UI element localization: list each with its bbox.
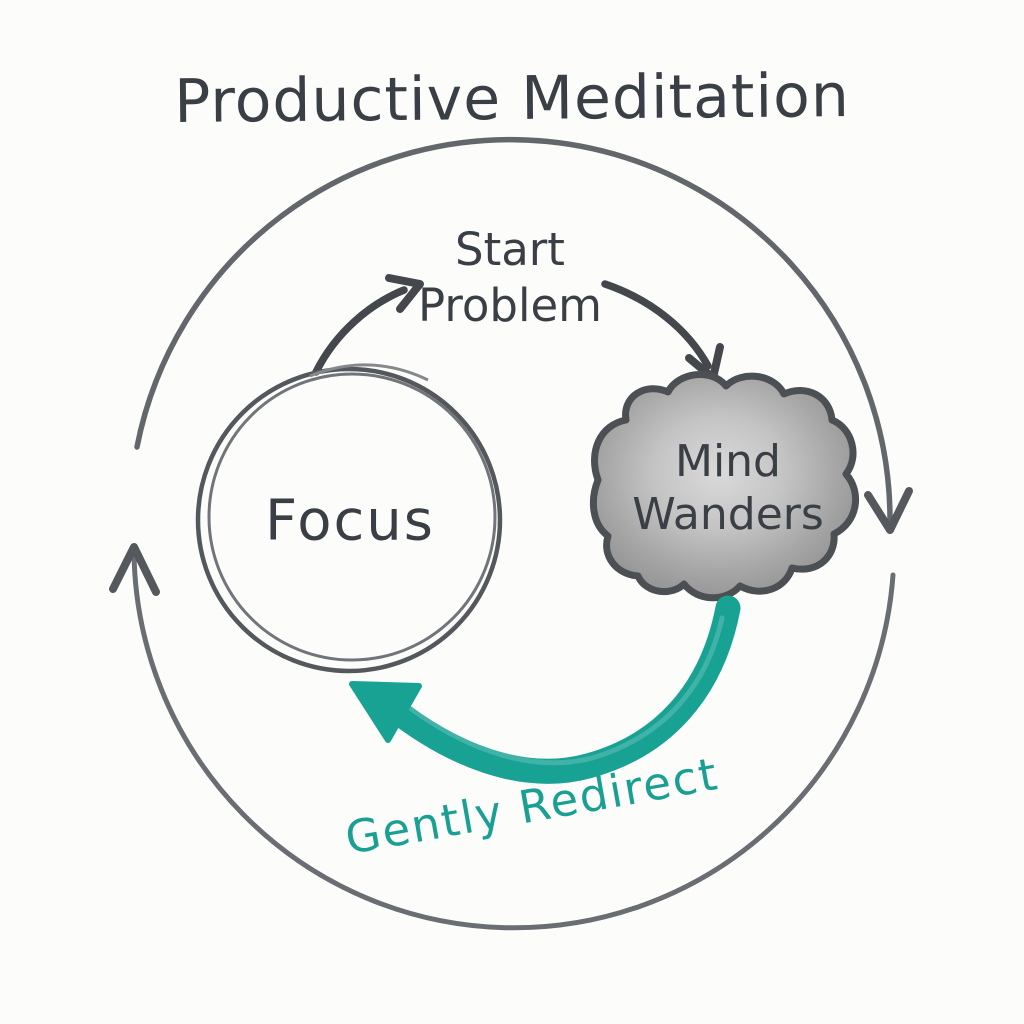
cycle-arc-bottom: [131, 549, 896, 931]
cycle-arc-top: [134, 136, 893, 523]
arrow-start-to-wanders: [601, 280, 712, 370]
arrow-focus-to-start: [312, 286, 408, 376]
arrow-gently-redirect-highlight: [399, 615, 725, 766]
arrow-gently-redirect: [377, 595, 741, 784]
arrowhead-focus-to-start: [385, 274, 424, 313]
cycle-arrowhead-left: [109, 543, 160, 596]
mind-wanders-cloud: [589, 371, 860, 602]
arrowhead-gently-redirect: [349, 681, 422, 743]
cycle-arrowhead-right: [864, 487, 913, 534]
start-problem-line1: Start: [455, 223, 565, 276]
start-problem-label: Start Problem: [418, 222, 602, 335]
focus-label: Focus: [265, 488, 435, 554]
start-problem-line2: Problem: [418, 279, 602, 333]
mind-wanders-line1: Mind: [674, 436, 781, 488]
mind-wanders-line2: Wanders: [632, 489, 824, 540]
mind-wanders-label: Mind Wanders: [632, 436, 824, 542]
focus-circle-sketch-tail: [309, 363, 429, 382]
focus-circle-inner: [207, 372, 497, 662]
page-title: Productive Meditation: [173, 61, 851, 137]
focus-circle: [195, 366, 503, 674]
